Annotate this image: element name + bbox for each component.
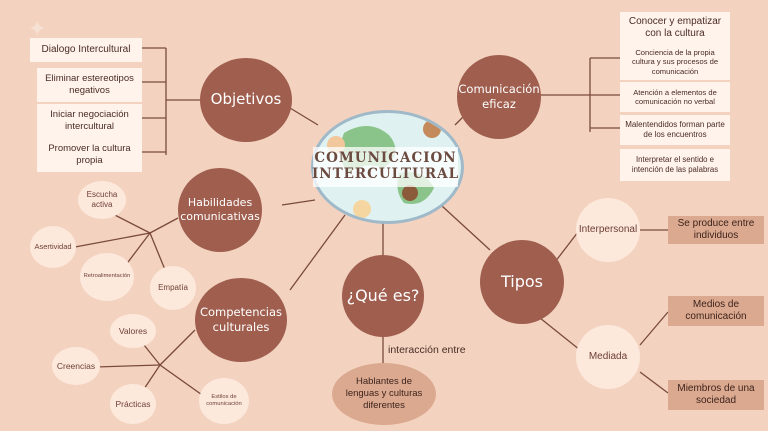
item-text: Malentendidos forman parte de los encuen… [625,120,725,139]
habilidad-item: Asertividad [30,226,76,268]
item-text: Interpersonal [578,223,638,235]
hub-label: Objetivos [210,90,282,109]
hub-label: Comunicación eficaz [458,82,540,111]
tipo-mediada: Mediada [576,325,640,389]
sparkle-icon: ✦ [28,16,47,41]
item-text: Eliminar estereotipos negativos [45,73,134,96]
item-text: Valores [118,325,148,336]
item-text: Dialogo Intercultural [41,43,131,55]
objetivo-item: Eliminar estereotipos negativos [37,68,142,102]
objetivo-item: Promover la cultura propia [37,138,142,172]
person-icon [402,185,418,201]
eficaz-item: Conciencia de la propia cultura y sus pr… [620,44,730,80]
hub-label: Habilidades comunicativas [180,195,260,223]
objetivo-item: Iniciar negociación intercultural [37,104,142,138]
item-text: Mediada [588,350,628,362]
item-text: Conocer y empatizar con la cultura [628,15,722,40]
hub-label: Tipos [500,271,543,291]
hub-competencias: Competencias culturales [195,278,287,362]
item-text: Empatía [158,283,188,292]
item-text: Creencias [56,360,96,371]
eficaz-item: Conocer y empatizar con la cultura [620,12,730,44]
item-text: Atención a elementos de comunicación no … [633,87,717,106]
item-text: Miembros de una sociedad [677,382,755,407]
hub-label: Competencias culturales [199,305,283,334]
mediada-detail: Medios de comunicación [668,296,764,326]
page-title: COMUNICACION INTERCULTURAL [311,147,460,187]
item-text: Prácticas [115,398,151,409]
interpersonal-detail: Se produce entre individuos [668,216,764,244]
mediada-detail: Miembros de una sociedad [668,380,764,410]
item-text: Hablantes de lenguas y culturas diferent… [345,376,423,411]
item-text: Medios de comunicación [685,298,747,323]
item-text: Promover la cultura propia [48,143,131,166]
que-es-answer: Hablantes de lenguas y culturas diferent… [332,363,436,425]
eficaz-item: Interpretar el sentido e intención de la… [620,149,730,181]
hub-comunicacion-eficaz: Comunicación eficaz [457,55,541,139]
hub-que-es: ¿Qué es? [342,255,424,337]
hub-objetivos: Objetivos [200,58,292,142]
title-line-1: COMUNICACION [314,150,457,167]
habilidad-item: Retroalimentación [80,253,134,301]
item-text: Iniciar negociación intercultural [50,109,129,132]
competencia-item: Prácticas [110,384,156,424]
habilidad-item: Escucha activa [78,181,126,219]
competencia-item: Estilos de comunicación [199,378,249,424]
person-icon [353,200,371,218]
item-text: Asertividad [34,242,72,252]
competencia-item: Creencias [52,347,100,385]
eficaz-item: Malentendidos forman parte de los encuen… [620,115,730,145]
item-text: Se produce entre individuos [677,217,755,242]
eficaz-item: Atención a elementos de comunicación no … [620,82,730,112]
hub-label: ¿Qué es? [346,285,420,305]
item-text: Estilos de comunicación [206,393,242,407]
item-text: interacción entre [388,344,466,356]
hub-habilidades: Habilidades comunicativas [178,168,262,252]
item-text: Conciencia de la propia cultura y sus pr… [631,47,719,76]
competencia-item: Valores [110,314,156,348]
objetivo-item: Dialogo Intercultural [30,38,142,62]
title-line-2: INTERCULTURAL [311,166,460,182]
habilidad-item: Empatía [150,266,196,310]
item-text: Escucha activa [86,190,118,209]
tipo-interpersonal: Interpersonal [576,198,640,262]
item-text: Retroalimentación [83,273,131,280]
item-text: Interpretar el sentido e intención de la… [631,155,719,174]
hub-tipos: Tipos [480,240,564,324]
connector-label: interacción entre [388,344,466,356]
